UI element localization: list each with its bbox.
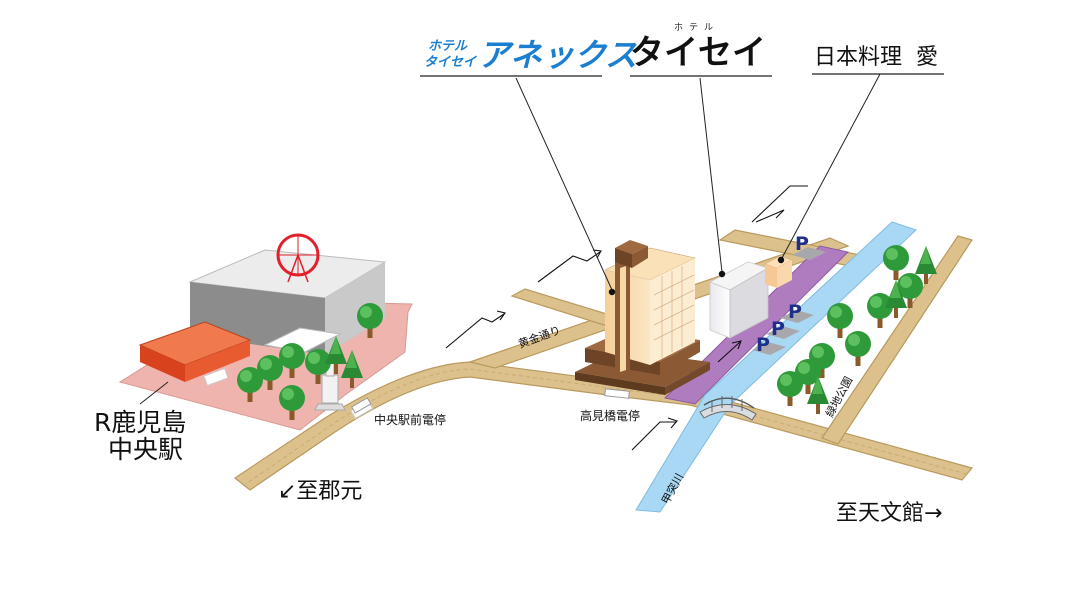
ferris-wheel-icon (276, 233, 320, 283)
pine-tree-icon (325, 336, 347, 374)
station-label-line1: R鹿児島 (94, 408, 186, 437)
trees (237, 245, 937, 420)
tree-icon (777, 371, 803, 406)
tram-stop-takami-marker (604, 388, 630, 399)
pine-tree-icon (915, 246, 937, 284)
hotel-taisei-building (709, 261, 770, 339)
to-tenmonkan-label: 至天文館→ (836, 501, 942, 526)
annex-line1: ホテル (428, 39, 468, 54)
tree-icon (279, 385, 305, 420)
takami-bridge (699, 396, 757, 421)
tree-icon (827, 303, 853, 338)
taisei-main: タイセイ (630, 33, 766, 73)
tram-stop-chuo-marker (351, 397, 372, 414)
brand-annex-logo: ホテル タイセイ アネックス (420, 36, 637, 77)
restaurant-ai-building (764, 255, 793, 288)
taisei-ruby: ホテル (674, 22, 719, 33)
tram-stop-takami-label: 高見橋電停 (580, 408, 640, 423)
to-korimoto-label: ↙至郡元 (278, 479, 362, 504)
leader-dot-restaurant (777, 256, 785, 264)
right-side-road (821, 235, 973, 445)
annex-line2: タイセイ (424, 55, 477, 70)
pine-tree-icon (807, 376, 829, 414)
tree-icon (867, 293, 893, 328)
tree-icon (845, 331, 871, 366)
tram-stop-chuo-label: 中央駅前電停 (374, 412, 446, 427)
parking-lots: P P P P (752, 233, 826, 356)
upper-left-street (510, 288, 622, 327)
tram-rail (242, 368, 967, 487)
main-road (233, 361, 974, 491)
tree-icon (897, 273, 923, 308)
tree-icon (357, 303, 383, 338)
leader-dot-annex (608, 288, 616, 296)
restaurant-name: 日本料理 愛 (814, 45, 938, 70)
brand-restaurant-logo: 日本料理 愛 (812, 45, 944, 75)
pine-tree-icon (341, 350, 363, 388)
tree-icon (883, 245, 909, 280)
leader-dot-taisei (718, 270, 726, 278)
arrow-icon (631, 421, 676, 451)
arrow-icon (751, 185, 808, 223)
brand-taisei-logo: ホテル タイセイ (630, 22, 772, 77)
arrow-icon (755, 209, 785, 223)
annex-main: アネックス (478, 36, 637, 74)
hotel-taisei-annex-building (575, 240, 710, 395)
arrow-icon (717, 341, 741, 363)
direction-arrows (445, 185, 808, 451)
leader-lines (139, 73, 881, 405)
arrow-icon (537, 251, 601, 283)
arrow-icon (445, 313, 505, 349)
tree-icon (279, 343, 305, 378)
parking-p-3: P (771, 318, 785, 340)
parking-p-2: P (788, 301, 802, 323)
tree-icon (305, 349, 331, 384)
parking-p-1: P (795, 233, 809, 255)
koutsuki-river (635, 221, 917, 513)
tree-icon (257, 355, 283, 390)
parking-p-4: P (756, 334, 770, 356)
tree-icon (237, 367, 263, 402)
station-label-line2: 中央駅 (108, 435, 183, 464)
pine-tree-icon (885, 280, 907, 318)
